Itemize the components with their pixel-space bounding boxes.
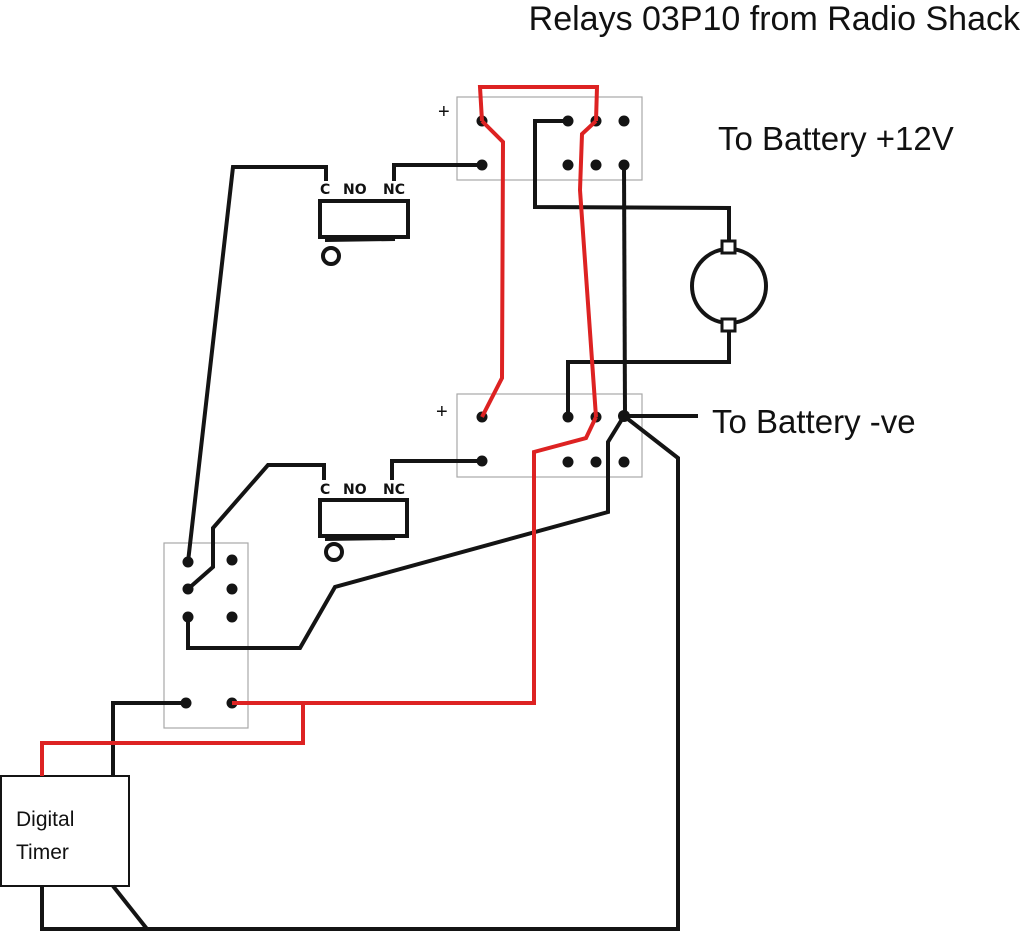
wire-timer-ground (111, 414, 680, 931)
wire-coil-top-nc (392, 163, 482, 181)
wire-timer-switch (111, 701, 186, 776)
switch-terminal (226, 554, 238, 566)
relay-bottom-terminal (590, 456, 602, 468)
motor-brush-bottom (720, 317, 737, 333)
relay-bottom-plus-label: + (436, 401, 448, 423)
relay-bottom-terminal (618, 456, 630, 468)
relay-top-outline (456, 96, 643, 181)
coil-bottom-winding-icon (324, 542, 344, 562)
timer-label-line1: Digital (16, 808, 74, 831)
wire-motor-positive (533, 119, 731, 241)
relay-top-plus-label: + (438, 101, 450, 123)
wire-timer-power (40, 703, 305, 776)
relay-top-terminal (562, 159, 574, 171)
timer-label-line2: Timer (16, 841, 69, 864)
wire-relay-right-link (577, 119, 598, 418)
coil-bottom-body (318, 498, 409, 538)
switch-block-outline (163, 542, 249, 729)
coil-top-pin-no: NO (343, 182, 367, 198)
wire-coil-bottom-nc (390, 459, 482, 480)
coil-bottom-pin-c: C (320, 482, 330, 498)
wire-motor-negative (566, 331, 731, 417)
motor-icon (690, 239, 768, 333)
relay-top: + (438, 96, 643, 181)
battery-negative-label: To Battery -ve (712, 403, 916, 440)
relay-bottom-terminal (562, 456, 574, 468)
coil-top: C NO NC (318, 182, 410, 266)
relay-top-terminal (618, 115, 630, 127)
motor-brush-top (720, 239, 737, 255)
coil-top-body (318, 199, 410, 239)
relay-top-terminal (590, 159, 602, 171)
switch-terminal (226, 583, 238, 595)
digital-timer: Digital Timer (0, 775, 130, 887)
wire-timer-ground-2 (40, 886, 147, 931)
switch-terminal (226, 611, 238, 623)
relay-bottom-outline (456, 393, 643, 478)
wire-coil-bottom-c (186, 463, 326, 591)
coil-top-lead (324, 237, 396, 242)
wire-coil-top-c (186, 165, 328, 563)
wire-relay-left-link (480, 119, 506, 418)
coil-bottom: C NO NC (318, 482, 409, 562)
negative-wires (40, 119, 731, 931)
wire-relay-bridge (622, 164, 627, 417)
positive-wires (40, 85, 600, 776)
coil-bottom-lead (324, 536, 396, 541)
battery-positive-label: To Battery +12V (718, 120, 954, 157)
coil-top-winding-icon (321, 246, 341, 266)
motor-body (690, 247, 768, 325)
wire-top-jumper (477, 85, 600, 122)
wire-switch-return (186, 414, 626, 650)
digital-timer-box (0, 775, 130, 887)
coil-top-pin-nc: NC (383, 182, 405, 198)
diagram-title: Relays 03P10 from Radio Shack (529, 0, 1021, 38)
coil-top-pin-c: C (320, 182, 330, 198)
wire-battery-feed (232, 416, 598, 705)
coil-bottom-pin-nc: NC (383, 482, 405, 498)
coil-bottom-pin-no: NO (343, 482, 367, 498)
